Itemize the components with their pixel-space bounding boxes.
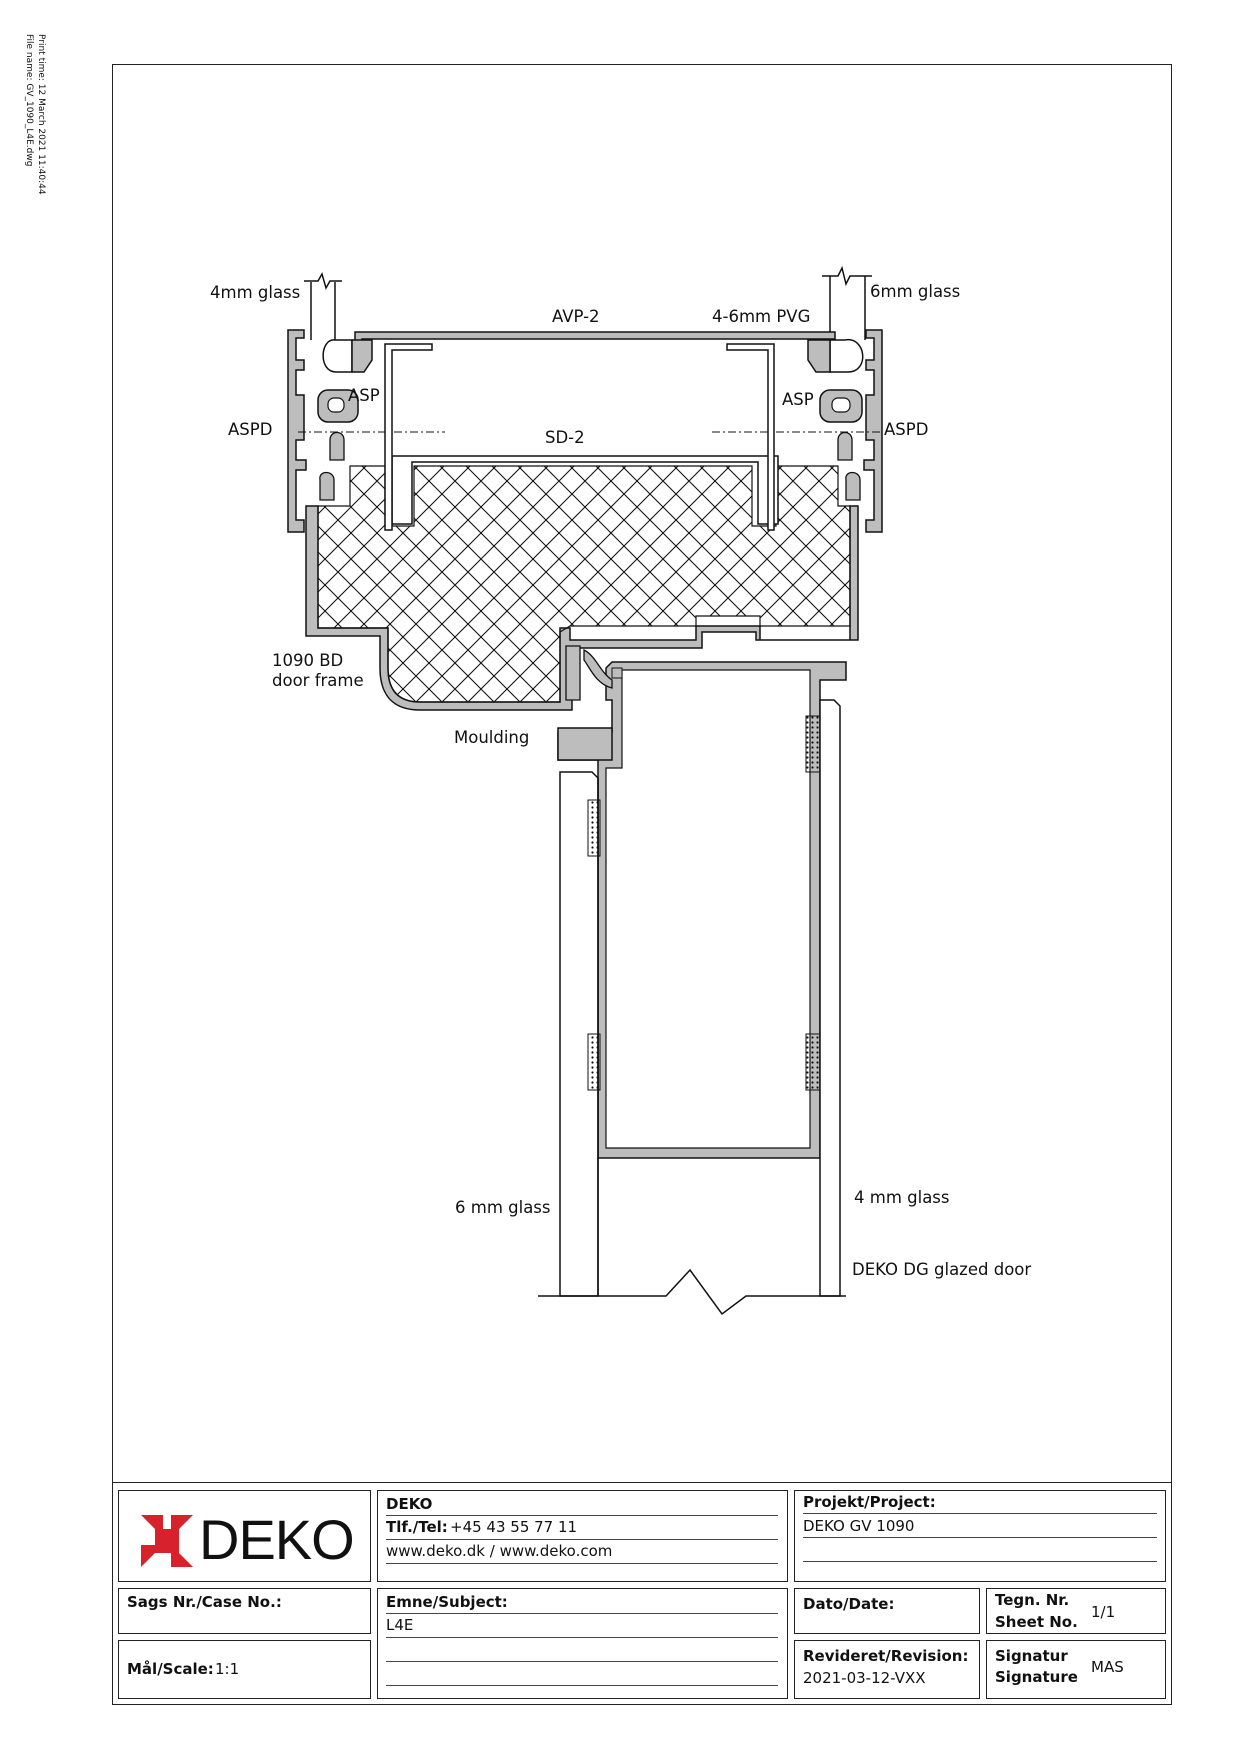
case-cell: Sags Nr./Case No.:	[118, 1588, 371, 1634]
top-left-glass	[304, 272, 342, 340]
subject-label: Emne/Subject:	[386, 1593, 508, 1611]
drawing-frame	[112, 64, 1172, 1705]
seal-right-upper	[805, 715, 821, 773]
subject-value: L4E	[386, 1616, 414, 1634]
label-sd: SD-2	[545, 428, 585, 447]
seal-left-lower	[587, 1033, 601, 1091]
label-aspd-left: ASPD	[228, 420, 273, 439]
label-asp-left: ASP	[348, 386, 380, 405]
label-6mm-glass-top: 6mm glass	[870, 282, 961, 301]
sheet-label-2: Sheet No.	[995, 1613, 1078, 1631]
subject-rule-1	[386, 1613, 778, 1614]
signature-cell: Signatur Signature MAS	[986, 1640, 1166, 1699]
moulding-profile	[557, 727, 613, 761]
revision-value: 2021-03-12-VXX	[803, 1669, 926, 1687]
top-right-glass	[822, 265, 872, 340]
door-leaf-cavity	[605, 669, 811, 1149]
company-web: www.deko.dk / www.deko.com	[386, 1542, 613, 1560]
sd-channel-profile	[391, 455, 779, 525]
signature-label-1: Signatur	[995, 1647, 1068, 1665]
case-label: Sags Nr./Case No.:	[127, 1593, 282, 1611]
left-glazing-bead	[317, 339, 373, 501]
label-asp-right: ASP	[782, 390, 814, 409]
project-rule-3	[803, 1561, 1157, 1562]
date-cell: Dato/Date:	[794, 1588, 980, 1634]
tel-label: Tlf./Tel:	[386, 1518, 448, 1536]
subject-rule-2	[386, 1637, 778, 1638]
company-rule-1	[386, 1515, 778, 1516]
scale-value: 1:1	[215, 1660, 240, 1678]
logo-cell: DEKO	[118, 1490, 371, 1582]
label-6mm-glass-bottom: 6 mm glass	[455, 1198, 551, 1217]
sheet-value: 1/1	[1091, 1603, 1116, 1621]
label-moulding: Moulding	[454, 728, 530, 747]
scale-cell: Mål/Scale: 1:1	[118, 1640, 371, 1699]
logo-text: DEKO	[199, 1508, 355, 1571]
project-cell: Projekt/Project: DEKO GV 1090	[794, 1490, 1166, 1582]
avp-inner-right	[726, 343, 775, 531]
project-rule-1	[803, 1513, 1157, 1514]
leaf-lip	[611, 667, 623, 679]
label-glazed-door: DEKO DG glazed door	[852, 1260, 1032, 1279]
frame-core-hatch	[317, 465, 851, 703]
label-aspd-right: ASPD	[884, 420, 929, 439]
subject-rule-4	[386, 1685, 778, 1686]
date-label: Dato/Date:	[803, 1595, 895, 1613]
subject-rule-3	[386, 1661, 778, 1662]
project-label: Projekt/Project:	[803, 1493, 936, 1511]
signature-value: MAS	[1091, 1658, 1124, 1676]
label-pvg: 4-6mm PVG	[712, 307, 811, 326]
label-4mm-glass-top: 4mm glass	[210, 283, 301, 302]
sheet-cell: Tegn. Nr. Sheet No. 1/1	[986, 1588, 1166, 1634]
door-glass-right	[819, 699, 841, 1297]
left-aspd-profile	[287, 329, 307, 533]
right-glazing-bead	[807, 339, 864, 501]
project-rule-2	[803, 1537, 1157, 1538]
company-rule-3	[386, 1563, 778, 1564]
hinge-detail	[565, 645, 613, 701]
break-line	[538, 1268, 846, 1316]
avp-inner-left	[384, 343, 433, 531]
label-4mm-glass-bottom: 4 mm glass	[854, 1188, 950, 1207]
title-block-top-rule	[112, 1482, 1172, 1483]
label-frame-line2: door frame	[272, 671, 364, 690]
company-name: DEKO	[386, 1495, 433, 1513]
company-cell: DEKO Tlf./Tel: +45 43 55 77 11 www.deko.…	[377, 1490, 788, 1582]
label-avp: AVP-2	[552, 307, 600, 326]
deko-logo: DEKO	[141, 1508, 371, 1573]
revision-label: Revideret/Revision:	[803, 1647, 969, 1665]
tel-value: +45 43 55 77 11	[450, 1518, 578, 1536]
signature-label-2: Signature	[995, 1668, 1078, 1686]
revision-cell: Revideret/Revision: 2021-03-12-VXX	[794, 1640, 980, 1699]
deko-logo-icon	[141, 1515, 193, 1567]
right-aspd-profile	[863, 329, 883, 533]
sheet-label-1: Tegn. Nr.	[995, 1591, 1070, 1609]
seal-left-upper	[587, 799, 601, 857]
scale-label: Mål/Scale:	[127, 1660, 214, 1678]
company-rule-2	[386, 1539, 778, 1540]
label-frame-line1: 1090 BD	[272, 651, 344, 670]
subject-cell: Emne/Subject: L4E	[377, 1588, 788, 1699]
title-block: DEKO DEKO Tlf./Tel: +45 43 55 77 11 www.…	[112, 1482, 1172, 1705]
seal-right-lower	[805, 1033, 821, 1091]
project-value: DEKO GV 1090	[803, 1517, 915, 1535]
